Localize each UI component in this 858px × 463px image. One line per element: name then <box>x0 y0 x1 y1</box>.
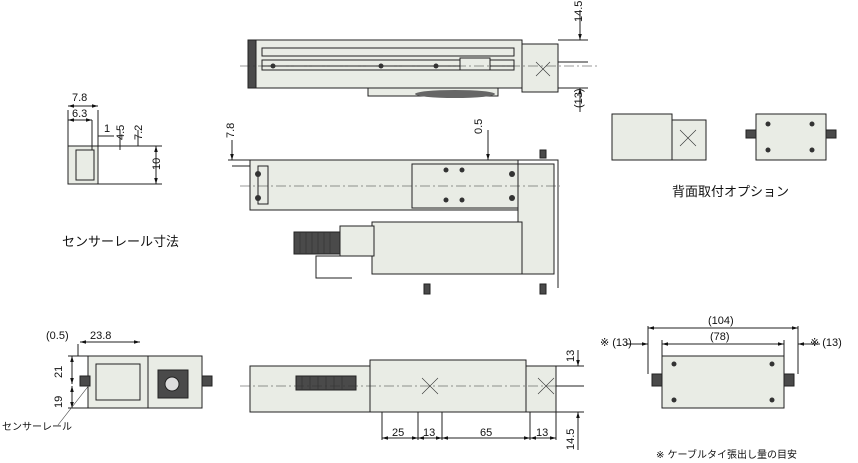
dim-end-23-8: 23.8 <box>90 330 111 342</box>
dim-opt-104: (104) <box>708 315 734 327</box>
dim-opt-13-right: ※ (13) <box>810 337 842 349</box>
option-dimension-view <box>626 326 820 409</box>
dim-bottom-13-right: 13 <box>565 350 577 362</box>
dim-rail-10: 10 <box>151 158 163 170</box>
note-cable-tie: ※ ケーブルタイ張出し量の目安 <box>656 448 797 461</box>
dim-top-14-5: 14.5 <box>573 1 585 22</box>
label-sensor-rail: センサーレール <box>2 421 72 433</box>
dim-bottom-65: 65 <box>480 427 492 439</box>
caption-rear-mount-option: 背面取付オプション <box>672 185 789 200</box>
dim-bottom-25: 25 <box>392 427 404 439</box>
dim-end-0-5: (0.5) <box>46 330 69 342</box>
dim-front-7-8: 7.8 <box>225 123 237 138</box>
dim-bottom-14-5: 14.5 <box>565 429 577 450</box>
dim-front-0-5: 0.5 <box>473 119 485 134</box>
dim-rail-1: 1 <box>104 123 110 135</box>
end-view <box>57 340 213 426</box>
dim-end-21: 21 <box>53 366 65 378</box>
dim-bottom-13-a: 13 <box>423 427 435 439</box>
bottom-view <box>240 350 584 450</box>
dim-rail-7-8: 7.8 <box>72 92 87 104</box>
dim-rail-7-2: 7.2 <box>133 125 145 140</box>
rear-mount-option <box>611 113 837 161</box>
dim-opt-78: (78) <box>710 331 730 343</box>
sensor-rail-section <box>67 104 162 185</box>
front-view <box>228 130 560 295</box>
dim-opt-13-left: ※ (13) <box>600 337 632 349</box>
dim-rail-4-5: 4.5 <box>115 125 127 140</box>
caption-sensor-rail-dims: センサーレール寸法 <box>62 235 179 250</box>
dim-end-19: 19 <box>53 396 65 408</box>
dim-top-13: (13) <box>573 88 585 108</box>
dim-rail-6-3: 6.3 <box>72 108 87 120</box>
dim-bottom-13-b: 13 <box>536 427 548 439</box>
top-view <box>240 10 600 112</box>
